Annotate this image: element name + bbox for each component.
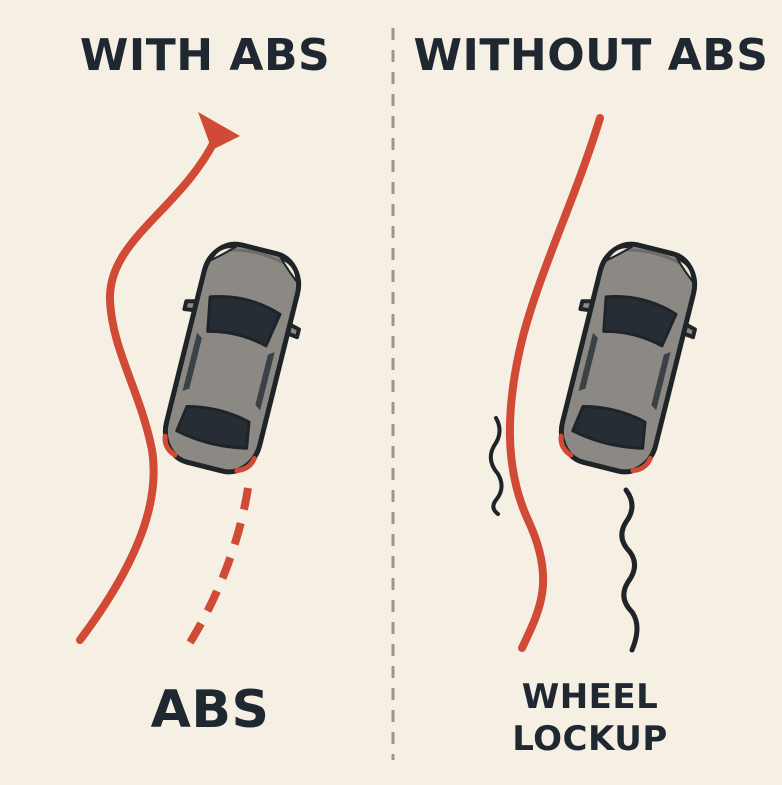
title-without-abs: WITHOUT ABS xyxy=(413,30,769,81)
caption-line-wheel: WHEEL xyxy=(521,677,659,717)
sedan-top-view-icon xyxy=(545,235,712,480)
title-with-abs: WITH ABS xyxy=(79,30,331,81)
steering-path-with-abs xyxy=(76,136,219,644)
straight-skid-path-without-abs xyxy=(505,114,604,652)
skid-mark-right xyxy=(619,487,640,653)
caption-line-lockup: LOCKUP xyxy=(512,719,668,759)
caption-abs: ABS xyxy=(150,680,270,740)
caption-wheel-lockup: WHEEL LOCKUP xyxy=(470,676,710,760)
sedan-top-view-icon xyxy=(149,235,316,480)
abs-pulsing-brake-trail xyxy=(180,487,252,655)
skid-mark-left xyxy=(488,416,504,516)
arrow-head-icon xyxy=(198,112,240,150)
